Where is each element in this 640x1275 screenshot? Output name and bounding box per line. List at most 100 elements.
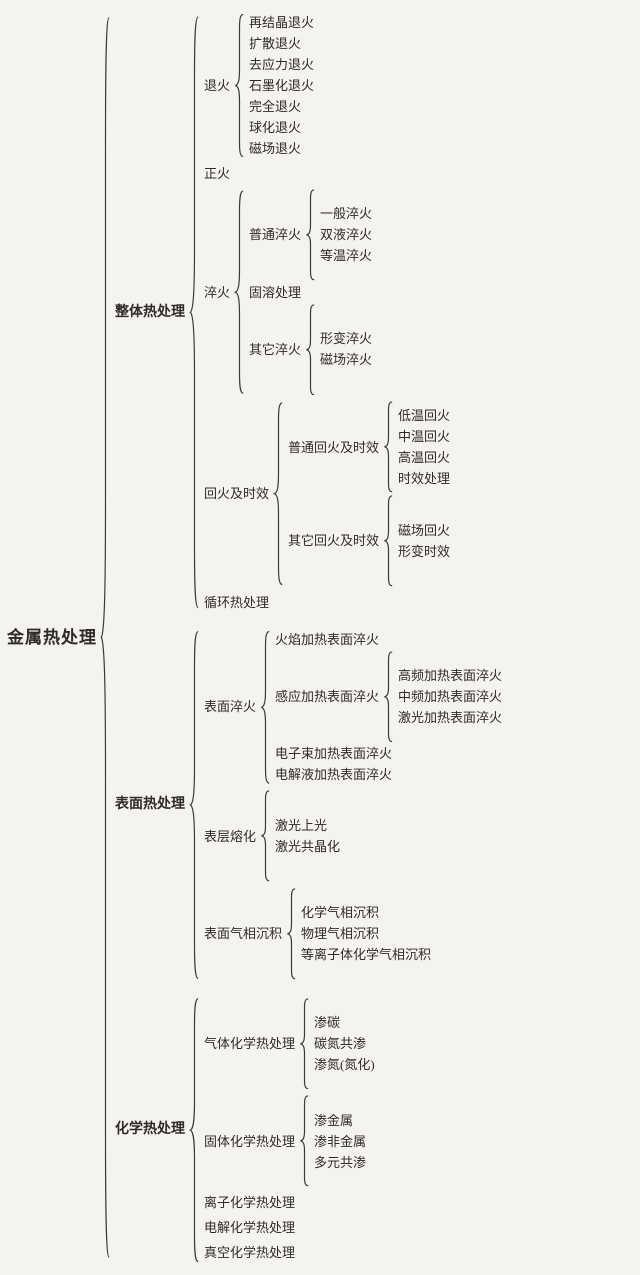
tree-children: 形变淬火磁场淬火 bbox=[317, 328, 375, 370]
tree-node-label: 气体化学热处理 bbox=[204, 1035, 296, 1051]
tree-node: 正火 bbox=[201, 163, 453, 184]
brace-icon bbox=[273, 401, 284, 586]
tree-node-label: 其它淬火 bbox=[249, 341, 302, 357]
brace-icon bbox=[189, 628, 200, 982]
tree-node: 回火及时效普通回火及时效低温回火中温回火高温回火时效处理其它回火及时效磁场回火形… bbox=[201, 400, 453, 587]
tree-children: 表面淬火火焰加热表面淬火感应加热表面淬火高频加热表面淬火中频加热表面淬火激光加热… bbox=[201, 627, 505, 983]
tree-node: 磁场淬火 bbox=[317, 349, 375, 370]
tree-node-label: 低温回火 bbox=[398, 408, 451, 424]
tree-node: 高频加热表面淬火 bbox=[395, 665, 505, 686]
tree-node-label: 激光上光 bbox=[275, 818, 328, 834]
tree-node-label: 化学气相沉积 bbox=[301, 905, 380, 921]
tree-children: 普通回火及时效低温回火中温回火高温回火时效处理其它回火及时效磁场回火形变时效 bbox=[285, 400, 453, 587]
tree-node: 双液淬火 bbox=[317, 224, 375, 245]
tree-node: 等温淬火 bbox=[317, 245, 375, 266]
tree-node: 低温回火 bbox=[395, 405, 453, 426]
tree-node: 感应加热表面淬火高频加热表面淬火中频加热表面淬火激光加热表面淬火 bbox=[272, 650, 505, 744]
tree-node: 一般淬火 bbox=[317, 203, 375, 224]
tree-node: 金属热处理整体热处理退火再结晶退火扩散退火去应力退火石墨化退火完全退火球化退火磁… bbox=[4, 4, 505, 1271]
tree-node: 形变时效 bbox=[395, 541, 453, 562]
tree-children: 普通淬火一般淬火双液淬火等温淬火固溶处理其它淬火形变淬火磁场淬火 bbox=[246, 188, 375, 396]
tree-node-label: 固体化学热处理 bbox=[204, 1133, 296, 1149]
tree-node: 表面气相沉积化学气相沉积物理气相沉积等离子体化学气相沉积 bbox=[201, 887, 505, 981]
tree-node-label: 普通回火及时效 bbox=[288, 439, 380, 455]
tree-node-label: 碳氮共渗 bbox=[314, 1035, 367, 1051]
tree-node-label: 表层熔化 bbox=[204, 828, 257, 844]
tree-node: 完全退火 bbox=[246, 96, 317, 117]
tree-node-label: 时效处理 bbox=[398, 471, 451, 487]
tree-node-label: 形变淬火 bbox=[320, 331, 373, 347]
tree-node-label: 火焰加热表面淬火 bbox=[275, 631, 380, 647]
brace-icon bbox=[299, 998, 310, 1090]
tree-node: 磁场退火 bbox=[246, 138, 317, 159]
tree-children: 化学气相沉积物理气相沉积等离子体化学气相沉积 bbox=[298, 902, 434, 965]
tree-node-label: 中频加热表面淬火 bbox=[398, 688, 503, 704]
tree-children: 退火再结晶退火扩散退火去应力退火石墨化退火完全退火球化退火磁场退火正火淬火普通淬… bbox=[201, 10, 453, 615]
tree-node-label: 等温淬火 bbox=[320, 248, 373, 264]
tree-node: 球化退火 bbox=[246, 117, 317, 138]
tree-node: 扩散退火 bbox=[246, 33, 317, 54]
tree-node-label: 渗氮(氮化) bbox=[314, 1056, 375, 1072]
brace-icon bbox=[234, 189, 245, 395]
tree-node-label: 球化退火 bbox=[249, 120, 302, 135]
brace-icon bbox=[299, 1095, 310, 1187]
tree-node-label: 退火 bbox=[204, 78, 231, 93]
tree-node: 化学热处理气体化学热处理渗碳碳氮共渗渗氮(氮化)固体化学热处理渗金属渗非金属多元… bbox=[112, 995, 505, 1265]
tree-node: 表层熔化激光上光激光共晶化 bbox=[201, 789, 505, 883]
tree-node: 普通淬火一般淬火双液淬火等温淬火 bbox=[246, 188, 375, 282]
tree-node-label: 电解液加热表面淬火 bbox=[275, 767, 393, 783]
tree-node: 中频加热表面淬火 bbox=[395, 686, 505, 707]
tree-node: 渗氮(氮化) bbox=[311, 1054, 378, 1075]
tree-node: 中温回火 bbox=[395, 426, 453, 447]
brace-icon bbox=[305, 304, 316, 396]
tree-node: 淬火普通淬火一般淬火双液淬火等温淬火固溶处理其它淬火形变淬火磁场淬火 bbox=[201, 188, 453, 396]
tree-children: 激光上光激光共晶化 bbox=[272, 815, 343, 857]
tree-node-label: 整体热处理 bbox=[115, 304, 185, 320]
brace-icon bbox=[383, 401, 394, 493]
heat-treatment-tree: 金属热处理整体热处理退火再结晶退火扩散退火去应力退火石墨化退火完全退火球化退火磁… bbox=[4, 0, 505, 1275]
tree-node-label: 渗非金属 bbox=[314, 1133, 367, 1149]
brace-icon bbox=[383, 651, 394, 743]
tree-node: 物理气相沉积 bbox=[298, 923, 434, 944]
tree-node: 表面淬火火焰加热表面淬火感应加热表面淬火高频加热表面淬火中频加热表面淬火激光加热… bbox=[201, 629, 505, 786]
tree-node: 渗非金属 bbox=[311, 1131, 369, 1152]
tree-node-label: 电解化学热处理 bbox=[204, 1219, 296, 1235]
tree-node-label: 真空化学热处理 bbox=[204, 1244, 296, 1260]
tree-children: 渗金属渗非金属多元共渗 bbox=[311, 1110, 369, 1173]
tree-node-label: 回火及时效 bbox=[204, 486, 270, 502]
tree-node-label: 正火 bbox=[204, 166, 231, 181]
tree-node-label: 普通淬火 bbox=[249, 227, 302, 243]
tree-node: 真空化学热处理 bbox=[201, 1242, 378, 1263]
tree-node: 固体化学热处理渗金属渗非金属多元共渗 bbox=[201, 1094, 378, 1188]
tree-node: 再结晶退火 bbox=[246, 12, 317, 33]
tree-node: 电解化学热处理 bbox=[201, 1217, 378, 1238]
tree-node-label: 扩散退火 bbox=[249, 36, 302, 51]
brace-icon bbox=[234, 13, 245, 158]
tree-node: 离子化学热处理 bbox=[201, 1192, 378, 1213]
tree-node-label: 渗碳 bbox=[314, 1014, 341, 1030]
tree-node-label: 淬火 bbox=[204, 284, 231, 300]
tree-node-label: 高温回火 bbox=[398, 450, 451, 466]
tree-node: 退火再结晶退火扩散退火去应力退火石墨化退火完全退火球化退火磁场退火 bbox=[201, 12, 453, 159]
tree-node: 气体化学热处理 渗碳碳氮共渗渗氮(氮化) bbox=[201, 997, 378, 1091]
tree-node-label: 表面热处理 bbox=[115, 797, 185, 813]
brace-icon bbox=[260, 790, 271, 882]
tree-node-label: 离子化学热处理 bbox=[204, 1194, 296, 1210]
tree-node-label: 再结晶退火 bbox=[249, 15, 315, 30]
tree-node-label: 循环热处理 bbox=[204, 594, 270, 610]
tree-node-label: 磁场退火 bbox=[249, 141, 302, 156]
tree-node: 形变淬火 bbox=[317, 328, 375, 349]
tree-node: 渗碳 bbox=[311, 1012, 378, 1033]
tree-node: 碳氮共渗 bbox=[311, 1033, 378, 1054]
tree-node-label: 石墨化退火 bbox=[249, 78, 315, 93]
tree-node: 激光加热表面淬火 bbox=[395, 707, 505, 728]
tree-node-label: 电子束加热表面淬火 bbox=[275, 746, 393, 762]
tree-node: 高温回火 bbox=[395, 447, 453, 468]
tree-node-label: 形变时效 bbox=[398, 543, 451, 559]
tree-node-label: 激光共晶化 bbox=[275, 839, 341, 855]
tree-node-label: 等离子体化学气相沉积 bbox=[301, 947, 432, 963]
tree-children: 高频加热表面淬火中频加热表面淬火激光加热表面淬火 bbox=[395, 665, 505, 728]
tree-node: 时效处理 bbox=[395, 468, 453, 489]
tree-node: 整体热处理退火再结晶退火扩散退火去应力退火石墨化退火完全退火球化退火磁场退火正火… bbox=[112, 10, 505, 615]
brace-icon bbox=[100, 5, 111, 1270]
